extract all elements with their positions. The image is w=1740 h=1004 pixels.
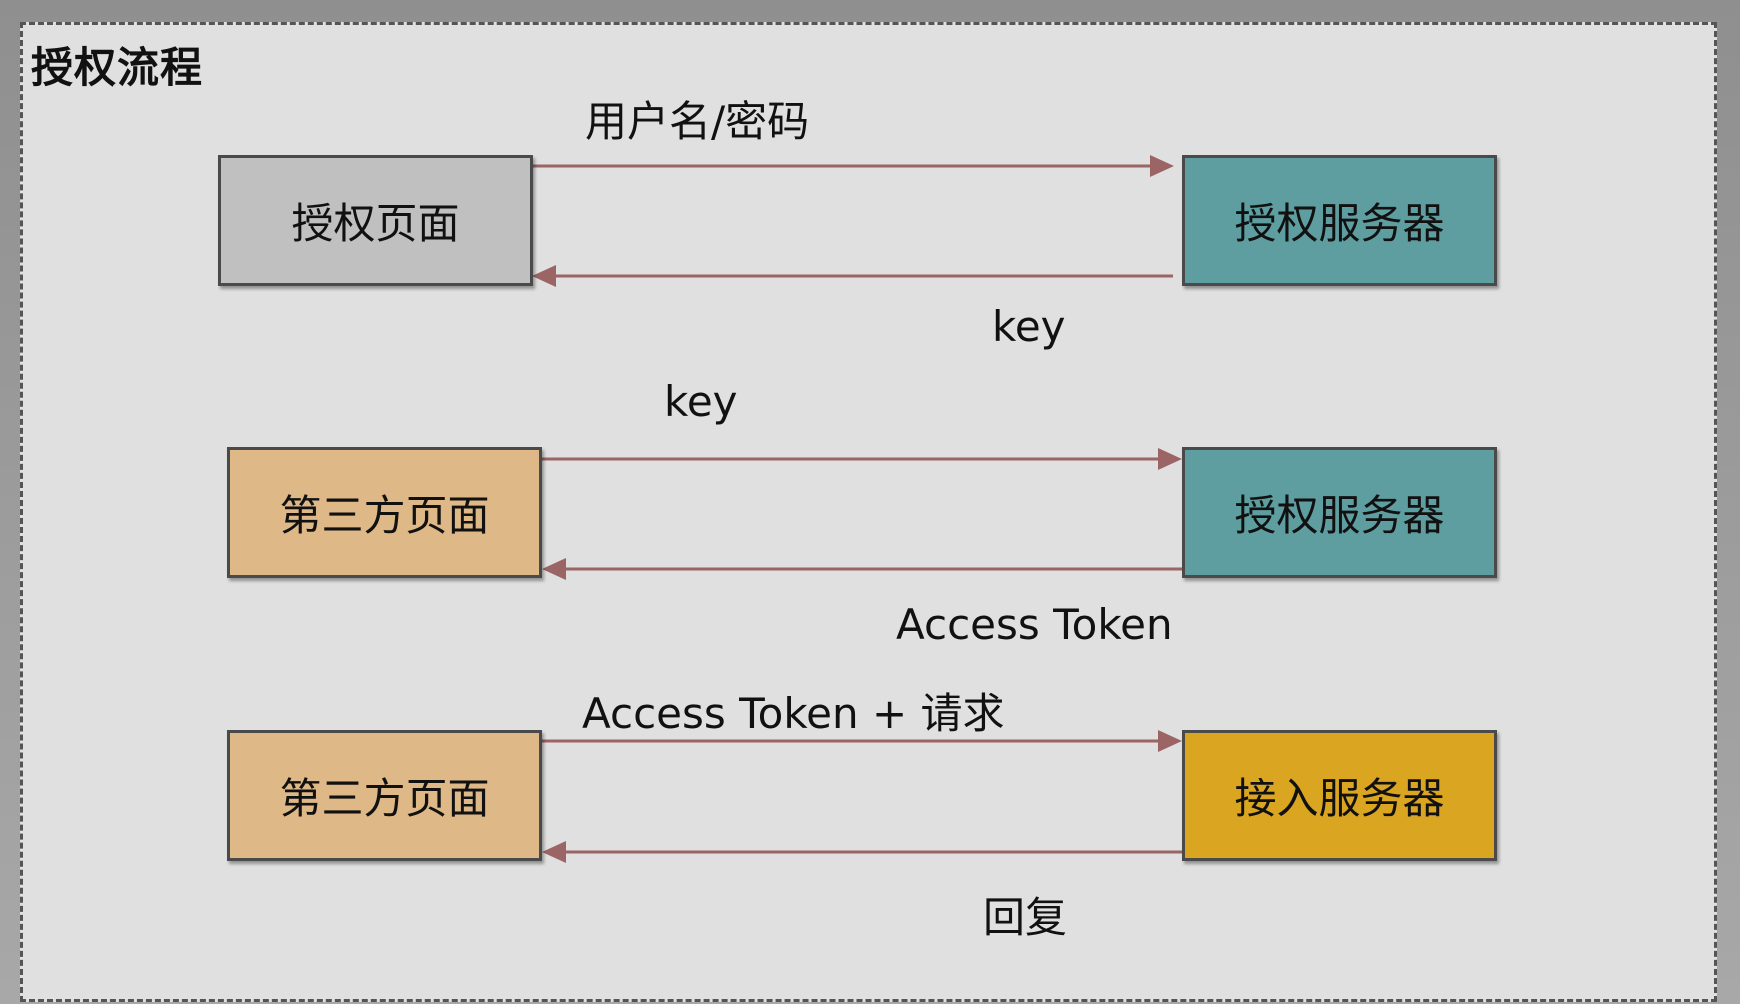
- auth-server-box-2: 授权服务器: [1182, 447, 1497, 578]
- third-party-page-box-2: 第三方页面: [227, 730, 542, 861]
- row3-response-arrowhead: [542, 841, 566, 863]
- auth-server-box-1: 授权服务器: [1182, 155, 1497, 286]
- row2-response-arrowhead: [542, 558, 566, 580]
- row2-request-label: key: [664, 377, 738, 426]
- access-server-label: 接入服务器: [1234, 774, 1445, 823]
- third-party-page-label-1: 第三方页面: [279, 491, 490, 540]
- third-party-page-label-2: 第三方页面: [279, 774, 490, 823]
- auth-page-box: 授权页面: [218, 155, 533, 286]
- row3-request-label: Access Token + 请求: [582, 689, 1005, 738]
- row1-response-label: key: [992, 302, 1066, 351]
- row1-request-arrowhead: [1150, 155, 1174, 177]
- row1-request-label: 用户名/密码: [585, 97, 810, 146]
- access-server-box: 接入服务器: [1182, 730, 1497, 861]
- diagram-title: 授权流程: [31, 43, 204, 92]
- third-party-page-box-1: 第三方页面: [227, 447, 542, 578]
- auth-server-label-1: 授权服务器: [1234, 199, 1445, 248]
- row3-response-label: 回复: [983, 893, 1068, 942]
- auth-server-label-2: 授权服务器: [1234, 491, 1445, 540]
- auth-page-label: 授权页面: [291, 199, 460, 248]
- row2-response-label: Access Token: [896, 600, 1173, 649]
- row1-response-arrowhead: [532, 265, 556, 287]
- row3-request-arrowhead: [1158, 730, 1182, 752]
- row2-request-arrowhead: [1158, 448, 1182, 470]
